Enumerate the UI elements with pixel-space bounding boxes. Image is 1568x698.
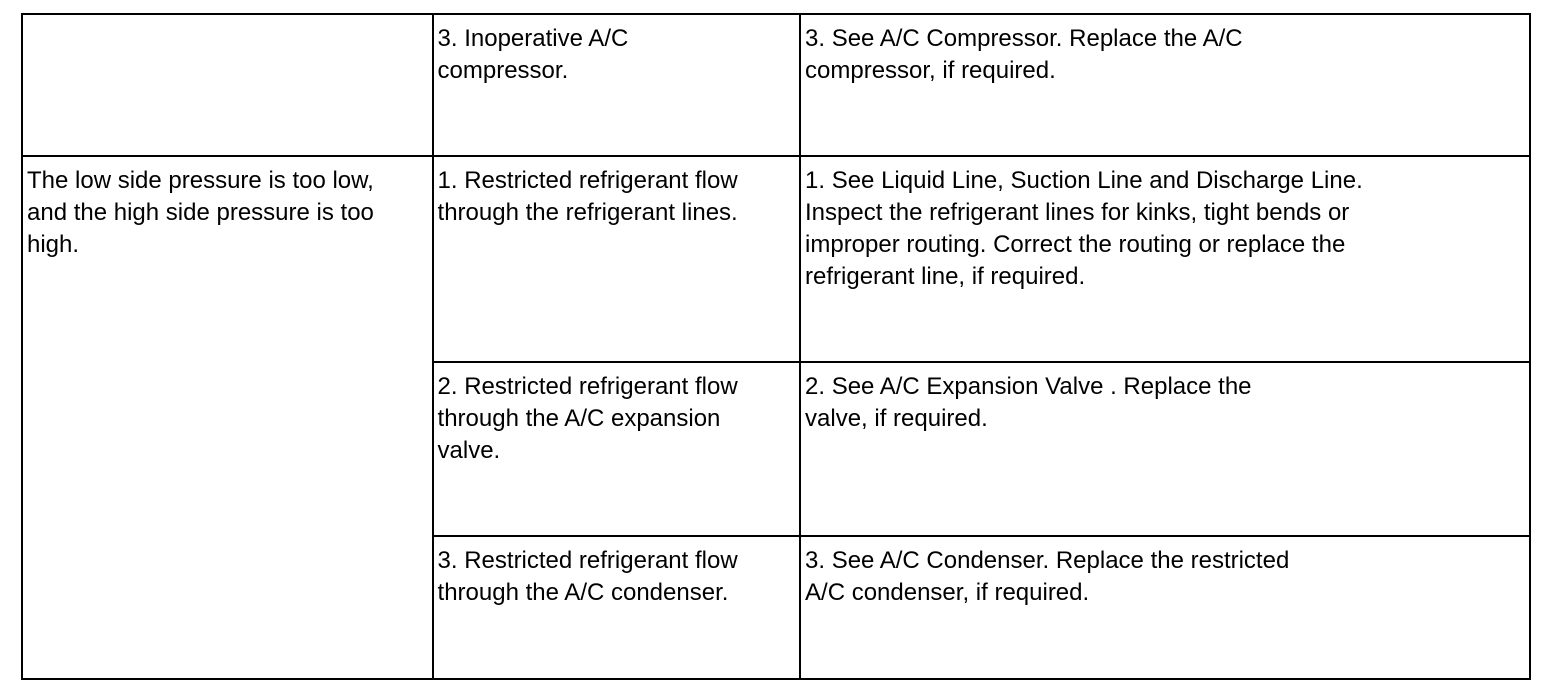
table-row: 3. Restricted refrigerant flow through t… bbox=[22, 535, 1531, 680]
table-row: The low side pressure is too low, and th… bbox=[21, 155, 1531, 680]
diagnostic-table: 3. Inoperative A/C compressor. 3. See A/… bbox=[21, 13, 1531, 680]
table-row: 2. Restricted refrigerant flow through t… bbox=[22, 361, 1531, 537]
table-row: 3. Inoperative A/C compressor. 3. See A/… bbox=[21, 13, 1531, 157]
cause-cell: 3. Inoperative A/C compressor. bbox=[431, 13, 802, 157]
cause-cell: 1. Restricted refrigerant flow through t… bbox=[431, 155, 802, 363]
action-cell: 1. See Liquid Line, Suction Line and Dis… bbox=[799, 155, 1531, 363]
cause-cell: 3. Restricted refrigerant flow through t… bbox=[431, 535, 802, 680]
condition-cell: The low side pressure is too low, and th… bbox=[21, 155, 434, 680]
action-cell: 2. See A/C Expansion Valve . Replace the… bbox=[799, 361, 1531, 537]
condition-cell bbox=[21, 13, 434, 157]
cause-cell: 2. Restricted refrigerant flow through t… bbox=[431, 361, 802, 537]
action-cell: 3. See A/C Compressor. Replace the A/C c… bbox=[799, 13, 1531, 157]
action-cell: 3. See A/C Condenser. Replace the restri… bbox=[799, 535, 1531, 680]
